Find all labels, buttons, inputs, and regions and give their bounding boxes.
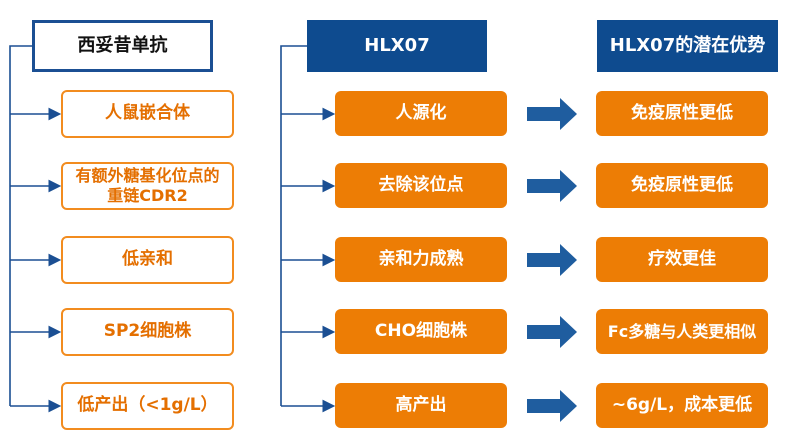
middle-item-4: CHO细胞株 xyxy=(335,309,507,354)
middle-item-2: 去除该位点 xyxy=(335,163,507,208)
middle-item-5: 高产出 xyxy=(335,383,507,428)
left-item-3: 低亲和 xyxy=(61,236,234,284)
header-hlx07: HLX07 xyxy=(307,20,487,72)
left-item-5: 低产出（<1g/L） xyxy=(61,382,234,430)
blue-arrow-icon xyxy=(527,98,577,130)
middle-item-3: 亲和力成熟 xyxy=(335,237,507,282)
right-item-1: 免疫原性更低 xyxy=(596,91,768,136)
header-hlx07-advantages: HLX07的潜在优势 xyxy=(597,20,778,72)
right-item-2: 免疫原性更低 xyxy=(596,163,768,208)
left-item-4: SP2细胞株 xyxy=(61,308,234,356)
middle-bracket-line xyxy=(280,45,307,406)
right-item-5: ~6g/L，成本更低 xyxy=(596,383,768,428)
blue-arrow-icon xyxy=(527,316,577,348)
right-item-3: 疗效更佳 xyxy=(596,237,768,282)
blue-arrow-icon xyxy=(527,244,577,276)
left-bracket-line xyxy=(9,45,32,406)
left-item-2: 有额外糖基化位点的 重链CDR2 xyxy=(61,162,234,210)
blue-arrow-icon xyxy=(527,390,577,422)
header-cetuximab: 西妥昔单抗 xyxy=(32,20,213,72)
left-item-1: 人鼠嵌合体 xyxy=(61,90,234,138)
middle-item-1: 人源化 xyxy=(335,91,507,136)
blue-arrow-icon xyxy=(527,170,577,202)
right-item-4: Fc多糖与人类更相似 xyxy=(596,309,768,354)
